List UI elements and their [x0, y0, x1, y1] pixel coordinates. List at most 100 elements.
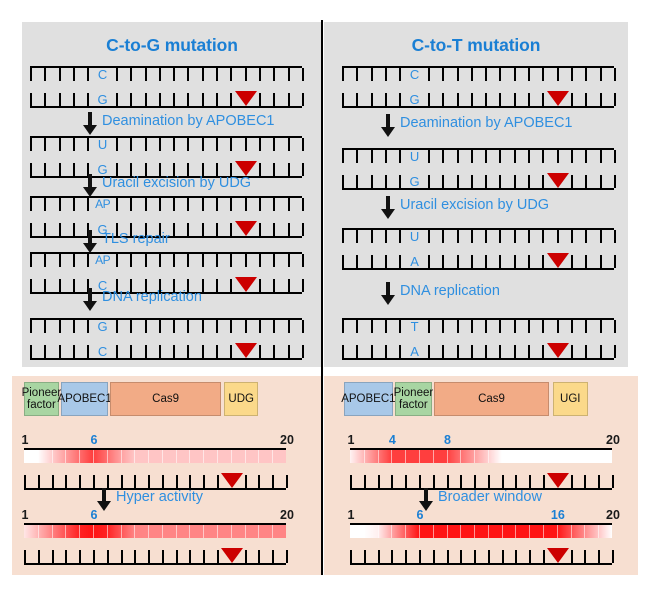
ruler-tick [120, 475, 123, 488]
dna-tick [158, 138, 161, 151]
dna-tick [542, 175, 545, 188]
dna-tick [187, 320, 190, 333]
heatmap-segment-line [460, 450, 462, 463]
dna-tick [130, 345, 133, 358]
ruler-tick [189, 550, 192, 563]
dna-tick [513, 150, 516, 163]
dna-tick [370, 255, 373, 268]
pam-arrow-icon [546, 173, 569, 188]
dna-tick [72, 279, 75, 292]
ruler-position-label: 6 [90, 433, 98, 447]
dna-tick [287, 254, 290, 267]
heatmap-segment-line [51, 525, 53, 538]
dna-base-bottom: G [97, 222, 108, 237]
dna-tick [273, 198, 276, 211]
dna-tick [302, 345, 304, 358]
dna-tick [571, 345, 574, 358]
ruler-position-label: 16 [550, 508, 565, 522]
dna-tick [87, 138, 90, 151]
heatmap-segment-line [501, 450, 503, 463]
dna-base-top: G [97, 319, 108, 334]
heatmap-segment-line [570, 525, 572, 538]
dna-tick [585, 93, 588, 106]
dna-tick [456, 175, 459, 188]
dna-tick [187, 198, 190, 211]
heatmap-segment-lines [24, 525, 286, 538]
dna-tick [384, 345, 387, 358]
ruler-tick [203, 550, 206, 563]
dna-tick [442, 320, 445, 333]
dna-tick [287, 345, 290, 358]
ruler-tick [258, 475, 261, 488]
dna-tick [302, 254, 304, 267]
dna-tick [144, 345, 147, 358]
ruler-tick [363, 550, 366, 563]
dna-tick [173, 163, 176, 176]
dna-tick [115, 279, 118, 292]
ruler-tick [487, 550, 490, 563]
dna-tick [158, 93, 161, 106]
dna-tick [72, 345, 75, 358]
dna-tick [542, 150, 545, 163]
dna-tick [58, 254, 61, 267]
heatmap-segment-line [244, 450, 246, 463]
dna-tick [30, 223, 32, 236]
dna-tick [287, 93, 290, 106]
dna-tick [614, 345, 616, 358]
heatmap-segment-line [543, 525, 545, 538]
dna-top-ticks [342, 320, 616, 333]
ruler-tick [612, 475, 614, 488]
dna-tick [302, 198, 304, 211]
construct-domain: Cas9 [434, 382, 549, 416]
dna-tick [216, 345, 219, 358]
dna-tick [287, 68, 290, 81]
dna-tick [173, 320, 176, 333]
dna-base-bottom: C [97, 344, 108, 359]
dna-tick [72, 138, 75, 151]
heatmap-segment-line [65, 450, 67, 463]
dna-tick [485, 175, 488, 188]
dna-tick [585, 150, 588, 163]
ruler-position-label: 6 [416, 508, 424, 522]
construct-domain: Pioneer factor [394, 382, 433, 416]
dna-base-bottom: A [410, 344, 419, 359]
dna-tick [115, 163, 118, 176]
down-arrow-head-icon [381, 209, 395, 219]
dna-tick [44, 68, 47, 81]
dna-tick [130, 320, 133, 333]
dna-tick [302, 279, 304, 292]
heatmap-segment-line [258, 450, 260, 463]
dna-tick [230, 254, 233, 267]
dna-tick [470, 230, 473, 243]
dna-tick [528, 175, 531, 188]
heatmap-segment-line [363, 450, 365, 463]
heatmap-segment-line [79, 450, 81, 463]
dna-tick [187, 254, 190, 267]
dna-tick [585, 320, 588, 333]
down-arrow-icon [88, 112, 92, 128]
dna-tick [187, 163, 190, 176]
dna-tick [244, 320, 247, 333]
dna-tick [230, 138, 233, 151]
dna-tick [528, 68, 531, 81]
dna-tick [599, 150, 602, 163]
ruler-tick [92, 550, 95, 563]
dna-tick [384, 150, 387, 163]
dna-tick [399, 345, 402, 358]
heatmap-segment-line [487, 450, 489, 463]
dna-tick [356, 255, 359, 268]
heatmap-segment-line [217, 525, 219, 538]
dna-base-bottom: G [409, 92, 420, 107]
dna-tick [442, 93, 445, 106]
dna-tick [158, 68, 161, 81]
dna-tick [230, 279, 233, 292]
dna-bottom-backbone [342, 358, 614, 360]
heatmap-segment-line [120, 525, 122, 538]
dna-tick [187, 93, 190, 106]
dna-tick [115, 198, 118, 211]
editing-window-heatmap [24, 450, 286, 463]
dna-tick [115, 138, 118, 151]
dna-tick [30, 138, 32, 151]
dna-top-backbone [30, 66, 302, 68]
dna-tick [370, 345, 373, 358]
